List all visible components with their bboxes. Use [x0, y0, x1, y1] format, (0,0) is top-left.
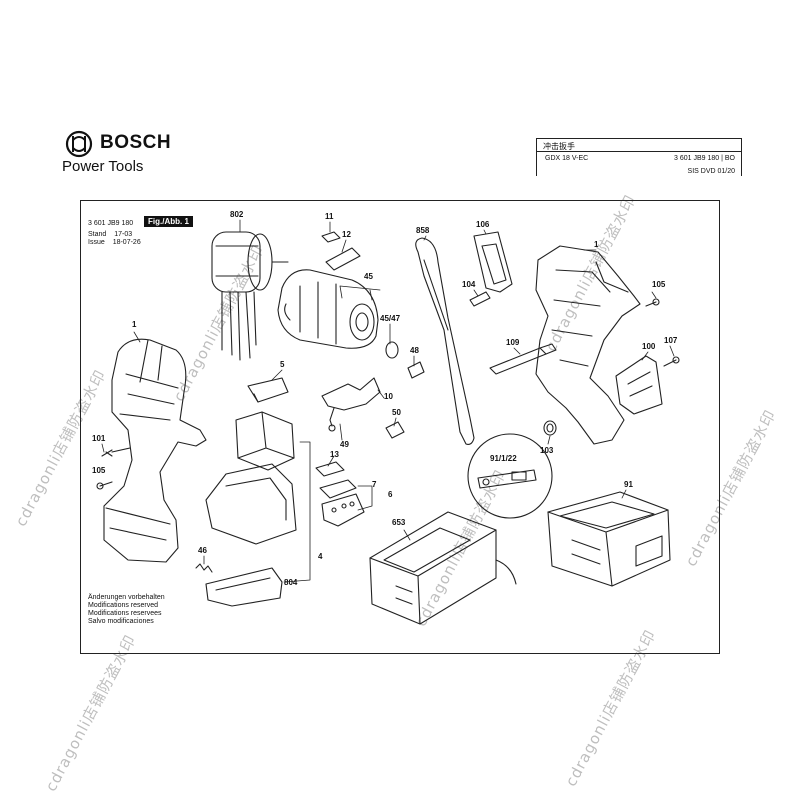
brand-name: BOSCH — [100, 132, 172, 153]
label-1-right: 1 — [594, 240, 599, 249]
label-49: 49 — [340, 440, 349, 449]
label-50: 50 — [392, 408, 401, 417]
label-802: 802 — [230, 210, 244, 219]
note-de: Änderungen vorbehalten — [88, 594, 165, 601]
part-bit-109 — [489, 343, 557, 375]
label-105-left: 105 — [92, 466, 106, 475]
label-109: 109 — [506, 338, 520, 347]
stand-label: Stand — [88, 231, 107, 238]
modification-notes: Änderungen vorbehalten Modifications res… — [88, 594, 165, 626]
part-screw-107 — [663, 356, 680, 367]
part-ring-45-47 — [385, 341, 399, 359]
label-91: 91 — [624, 480, 633, 489]
label-4: 4 — [318, 552, 323, 561]
diagram-frame — [80, 200, 720, 654]
part-electronics-4 — [205, 411, 297, 545]
title-block: 冲击扳手 GDX 18 V-EC 3 601 JB9 180 | BO SIS … — [536, 138, 742, 176]
part-plate-100 — [615, 355, 663, 415]
label-45: 45 — [364, 272, 373, 281]
part-board-6 — [321, 493, 365, 527]
label-48: 48 — [410, 346, 419, 355]
part-belt-clip-106 — [473, 231, 513, 293]
part-housing-right-1 — [535, 245, 641, 445]
part-screw-105-left — [96, 481, 113, 490]
part-tag-91-1-22 — [467, 433, 553, 519]
drawing-number: 3 601 JB9 180 — [88, 220, 134, 227]
leader-lines — [101, 219, 675, 583]
part-screw-104 — [469, 291, 491, 307]
part-strap-858 — [415, 237, 475, 445]
issue-label: Issue — [88, 239, 105, 246]
part-spring-46 — [195, 563, 213, 573]
note-en: Modifications reserved — [88, 602, 159, 609]
label-45-47: 45/47 — [380, 314, 401, 323]
brand-subtitle: Power Tools — [62, 158, 144, 175]
product-part-number: 3 601 JB9 180 | BO — [674, 155, 735, 162]
sis-version: SIS DVD 01/20 — [687, 168, 735, 175]
label-858: 858 — [416, 226, 430, 235]
part-cable-10 — [321, 377, 381, 432]
label-10: 10 — [384, 392, 393, 401]
part-pad-7 — [319, 479, 357, 499]
part-motor-802 — [211, 231, 289, 361]
label-46: 46 — [198, 546, 207, 555]
part-charger-653 — [369, 511, 517, 625]
part-gear-housing-45 — [277, 269, 379, 349]
label-7: 7 — [372, 480, 377, 489]
part-screw-105-right — [645, 298, 660, 307]
label-11: 11 — [325, 212, 334, 221]
label-91-1-22: 91/1/22 — [490, 454, 517, 463]
drawing-meta: 3 601 JB9 180 Stand 17-03 Issue 18-07-26 — [88, 220, 141, 247]
part-battery-91 — [547, 491, 671, 587]
part-screw-101 — [101, 447, 131, 457]
label-5: 5 — [280, 360, 285, 369]
note-es: Salvo modificaciones — [88, 618, 154, 625]
stand-value: 17-03 — [114, 231, 133, 238]
part-13 — [315, 461, 345, 477]
label-804: 804 — [284, 578, 298, 587]
label-12: 12 — [342, 230, 351, 239]
label-653: 653 — [392, 518, 406, 527]
part-103 — [543, 420, 557, 436]
issue-value: 18-07-26 — [112, 239, 141, 246]
label-13: 13 — [330, 450, 339, 459]
part-48 — [407, 361, 425, 379]
product-name-chinese: 冲击扳手 — [543, 142, 575, 151]
label-105-right: 105 — [652, 280, 666, 289]
label-101: 101 — [92, 434, 106, 443]
part-clip-11 — [321, 231, 341, 243]
part-cover-804 — [205, 567, 283, 607]
label-106: 106 — [476, 220, 490, 229]
part-bracket-5 — [247, 377, 289, 403]
bosch-armature-icon — [65, 130, 93, 158]
note-fr: Modifications reservees — [88, 610, 162, 617]
bosch-logo: BOSCH Power Tools — [62, 130, 172, 180]
label-107: 107 — [664, 336, 678, 345]
part-50 — [385, 421, 405, 439]
title-divider — [537, 151, 741, 152]
product-model: GDX 18 V-EC — [545, 155, 589, 162]
figure-tag: Fig./Abb. 1 — [144, 216, 193, 227]
label-104: 104 — [462, 280, 476, 289]
label-6: 6 — [388, 490, 393, 499]
part-plate-12 — [325, 247, 361, 271]
label-1-left: 1 — [132, 320, 137, 329]
label-100: 100 — [642, 342, 656, 351]
label-103: 103 — [540, 446, 554, 455]
